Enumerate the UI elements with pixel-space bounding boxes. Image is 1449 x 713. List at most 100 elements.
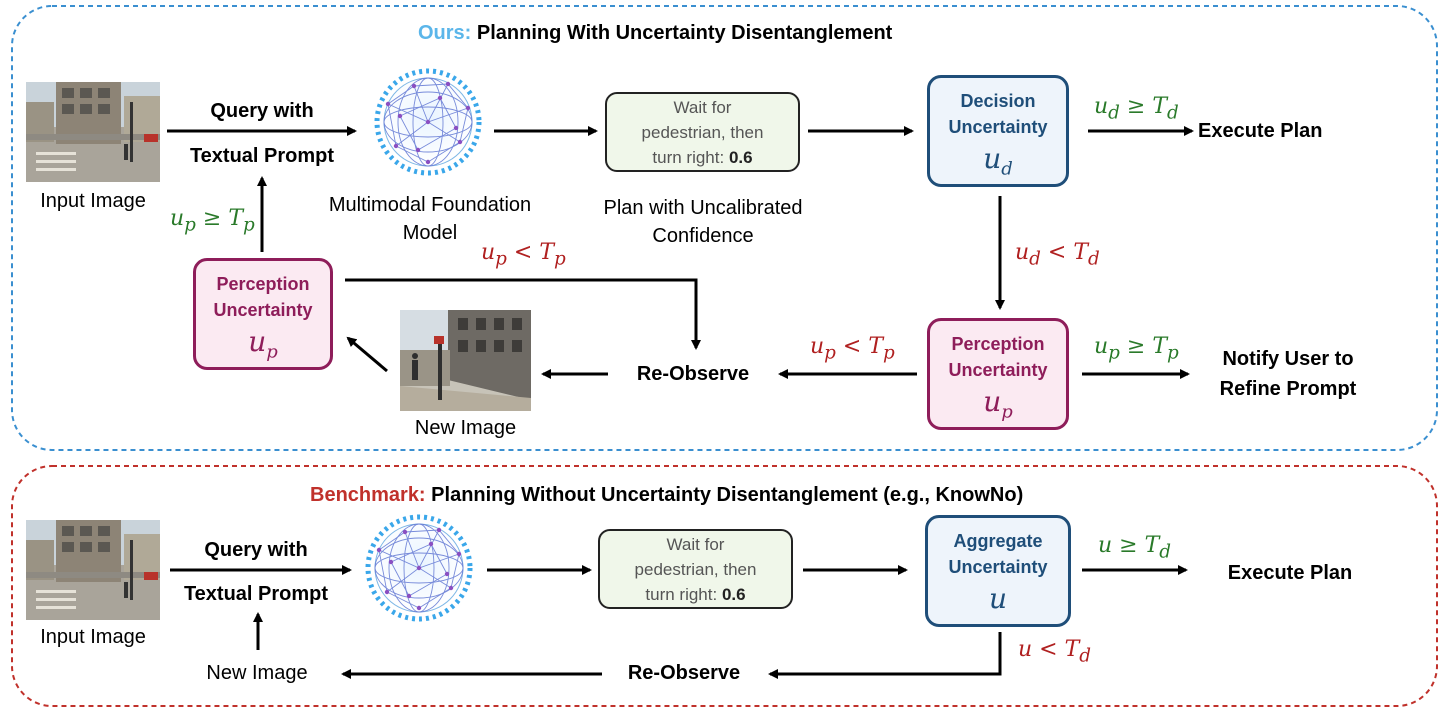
cond-ud-lt-op: < T [1040, 240, 1088, 265]
plan-line3: turn right: [652, 147, 725, 167]
bench-plan-line2: pedestrian, then [634, 559, 757, 579]
model-label-line1: Multimodal Foundation [328, 194, 532, 216]
cond-up-lt-right-threshold-sub: p [883, 342, 895, 364]
bench-title-highlight: Benchmark: [310, 484, 426, 506]
ours-title-rest: Planning With Uncertainty Disentanglemen… [476, 22, 893, 44]
cond-up-ge-right: up ≥ Tp [1094, 334, 1179, 363]
bench-plan-box: Wait for pedestrian, then turn right: 0.… [598, 529, 793, 609]
execute-plan-label: Execute Plan [1198, 120, 1323, 142]
cond-up-ge-right-op: ≥ T [1119, 334, 1167, 359]
cond-ud-ge-var-sub: d [1108, 102, 1120, 124]
cond-up-lt-right: up < Tp [810, 334, 895, 363]
cond-ud-lt: ud < Td [1015, 240, 1100, 269]
cond-ud-ge-op: ≥ T [1119, 94, 1167, 119]
notify-line1: Notify User to [1222, 348, 1354, 370]
arrow-perception-to-reobserve-top [345, 278, 701, 350]
bench-re-observe-label: Re-Observe [627, 662, 741, 684]
bench-plan-confidence: 0.6 [721, 584, 746, 604]
ours-title: Ours: Planning With Uncertainty Disentan… [418, 22, 892, 45]
cond-up-lt-right-op: < T [835, 334, 883, 359]
cond-up-lt-top-op: < T [506, 240, 554, 265]
perception-left-line2: Uncertainty [213, 300, 313, 320]
cond-up-ge-left-op: ≥ T [195, 206, 243, 231]
aggregate-line2: Uncertainty [948, 557, 1048, 577]
bench-cond-ge-expr: u ≥ T [1098, 533, 1160, 558]
perception-uncertainty-box-left: Perception Uncertainty up [193, 258, 333, 370]
bench-query-line1: Query with [204, 539, 308, 561]
cond-up-ge-left: up ≥ Tp [170, 206, 255, 235]
perception-uncertainty-box-right: Perception Uncertainty up [927, 318, 1069, 430]
aggregate-line1: Aggregate [953, 531, 1043, 551]
perception-left-symbol-sub: p [266, 341, 278, 363]
aggregate-symbol: u [988, 582, 1008, 615]
notify-line2: Refine Prompt [1219, 378, 1357, 400]
ours-title-highlight: Ours: [418, 22, 472, 44]
cond-up-ge-right-threshold-sub: p [1167, 342, 1179, 364]
query-line2: Textual Prompt [189, 145, 335, 167]
cond-up-ge-left-var: u [170, 206, 185, 231]
street-scene-image [26, 82, 160, 182]
bench-execute-plan-label: Execute Plan [1227, 562, 1353, 584]
cond-ud-ge-threshold-sub: d [1167, 102, 1179, 124]
decision-symbol: u [983, 142, 1002, 175]
decision-uncertainty-box: Decision Uncertainty ud [927, 75, 1069, 187]
foundation-model-sphere-icon [374, 68, 482, 176]
cond-up-lt-right-var: u [810, 334, 825, 359]
bench-title: Benchmark: Planning Without Uncertainty … [310, 484, 1023, 507]
perception-right-symbol: u [983, 385, 1002, 418]
input-image-label: Input Image [40, 190, 146, 212]
ours-panel-border [11, 5, 1438, 451]
bench-plan-line1: Wait for [666, 534, 725, 554]
new-street-image [400, 310, 531, 411]
bench-plan-line3: turn right: [645, 584, 718, 604]
perception-right-line1: Perception [951, 334, 1045, 354]
bench-cond-ge-threshold-sub: d [1159, 541, 1171, 563]
plan-box: Wait for pedestrian, then turn right: 0.… [605, 92, 800, 172]
perception-right-line2: Uncertainty [948, 360, 1048, 380]
bench-arrow-aggregate-down [768, 632, 1002, 679]
cond-ud-ge-var: u [1094, 94, 1109, 119]
cond-ud-lt-var-sub: d [1029, 248, 1041, 270]
bench-cond-lt: u < Td [1018, 637, 1091, 666]
bench-new-image-label: New Image [206, 662, 308, 684]
decision-line2: Uncertainty [948, 117, 1048, 137]
arrow-image-to-perception [346, 336, 388, 373]
plan-caption-line1: Plan with Uncalibrated [603, 197, 803, 219]
cond-ud-ge: ud ≥ Td [1094, 94, 1179, 123]
bench-input-image-label: Input Image [40, 626, 146, 648]
bench-cond-ge: u ≥ Td [1098, 533, 1171, 562]
new-image-label: New Image [414, 417, 517, 439]
cond-ud-lt-threshold-sub: d [1088, 248, 1100, 270]
re-observe-label: Re-Observe [636, 363, 750, 385]
cond-up-lt-right-var-sub: p [824, 342, 836, 364]
bench-street-scene-image [26, 520, 160, 620]
perception-right-symbol-sub: p [1001, 401, 1013, 423]
plan-confidence: 0.6 [728, 147, 753, 167]
query-line1: Query with [210, 100, 314, 122]
cond-up-lt-top-var: u [481, 240, 496, 265]
bench-foundation-model-sphere-icon [365, 514, 473, 622]
bench-panel-border [11, 465, 1438, 707]
decision-line1: Decision [960, 91, 1036, 111]
plan-caption-line2: Confidence [652, 225, 754, 247]
cond-up-lt-top: up < Tp [481, 240, 566, 269]
bench-title-rest: Planning Without Uncertainty Disentangle… [431, 484, 1024, 506]
cond-up-lt-top-var-sub: p [495, 248, 507, 270]
model-label-line2: Model [402, 222, 458, 244]
cond-up-lt-top-threshold-sub: p [554, 248, 566, 270]
perception-left-symbol: u [248, 325, 267, 358]
plan-line1: Wait for [673, 97, 732, 117]
cond-up-ge-left-threshold-sub: p [243, 214, 255, 236]
plan-line2: pedestrian, then [641, 122, 764, 142]
bench-cond-lt-threshold-sub: d [1079, 645, 1091, 667]
bench-cond-lt-expr: u < T [1018, 637, 1080, 662]
cond-up-ge-right-var: u [1094, 334, 1109, 359]
perception-left-line1: Perception [216, 274, 310, 294]
cond-ud-lt-var: u [1015, 240, 1030, 265]
cond-up-ge-right-var-sub: p [1108, 342, 1120, 364]
bench-query-line2: Textual Prompt [183, 583, 329, 605]
cond-up-ge-left-var-sub: p [184, 214, 196, 236]
decision-symbol-sub: d [1001, 158, 1013, 180]
aggregate-uncertainty-box: Aggregate Uncertainty u [925, 515, 1071, 627]
